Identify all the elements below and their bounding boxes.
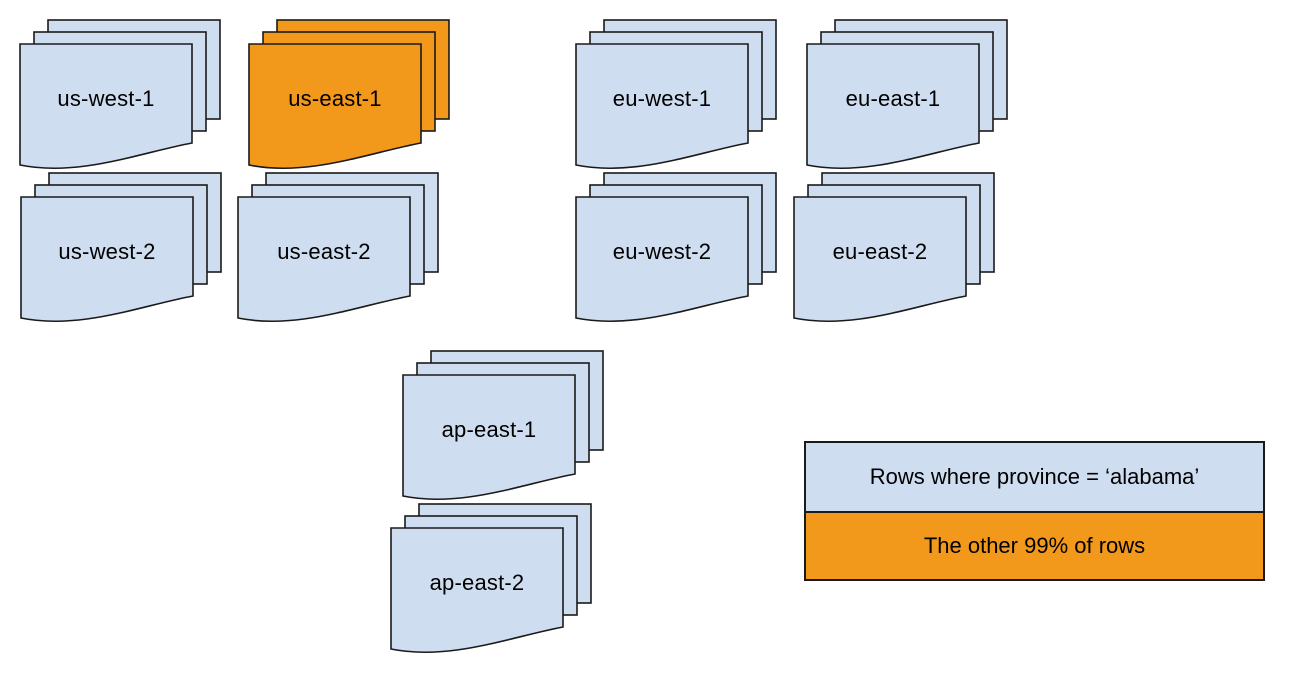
document-shape [20, 196, 194, 323]
legend-item-other-rows: The other 99% of rows [806, 511, 1263, 579]
document-shape [237, 196, 411, 323]
stack-label: eu-west-1 [612, 86, 712, 111]
doc-stack-us-east-1: us-east-1 [244, 15, 450, 173]
stack-label: us-east-1 [288, 86, 382, 111]
stack-label: us-west-2 [58, 239, 156, 264]
doc-stack-eu-west-1: eu-west-1 [571, 15, 777, 173]
legend-item-alabama-rows: Rows where province = ‘alabama’ [806, 443, 1263, 511]
stack-label: us-east-2 [277, 239, 371, 264]
doc-stack-us-west-2: us-west-2 [16, 168, 222, 326]
document-shape [575, 43, 749, 170]
document-shape [402, 374, 576, 501]
legend-item-label: Rows where province = ‘alabama’ [869, 464, 1200, 489]
doc-stack-ap-east-2: ap-east-2 [386, 499, 592, 657]
doc-stack-eu-east-2: eu-east-2 [789, 168, 995, 326]
document-shape [575, 196, 749, 323]
stack-label: eu-west-2 [612, 239, 712, 264]
stack-label: ap-east-2 [429, 570, 525, 595]
legend: Rows where province = ‘alabama’ The othe… [804, 441, 1265, 581]
doc-stack-us-west-1: us-west-1 [15, 15, 221, 173]
document-shape [390, 527, 564, 654]
stack-label: eu-east-1 [845, 86, 941, 111]
doc-stack-eu-west-2: eu-west-2 [571, 168, 777, 326]
legend-item-label: The other 99% of rows [923, 533, 1146, 558]
document-shape [19, 43, 193, 170]
doc-stack-ap-east-1: ap-east-1 [398, 346, 604, 504]
stack-label: eu-east-2 [832, 239, 928, 264]
doc-stack-eu-east-1: eu-east-1 [802, 15, 1008, 173]
document-shape [793, 196, 967, 323]
doc-stack-us-east-2: us-east-2 [233, 168, 439, 326]
stack-label: us-west-1 [57, 86, 155, 111]
document-shape [806, 43, 980, 170]
document-shape [248, 43, 422, 170]
stack-label: ap-east-1 [441, 417, 537, 442]
